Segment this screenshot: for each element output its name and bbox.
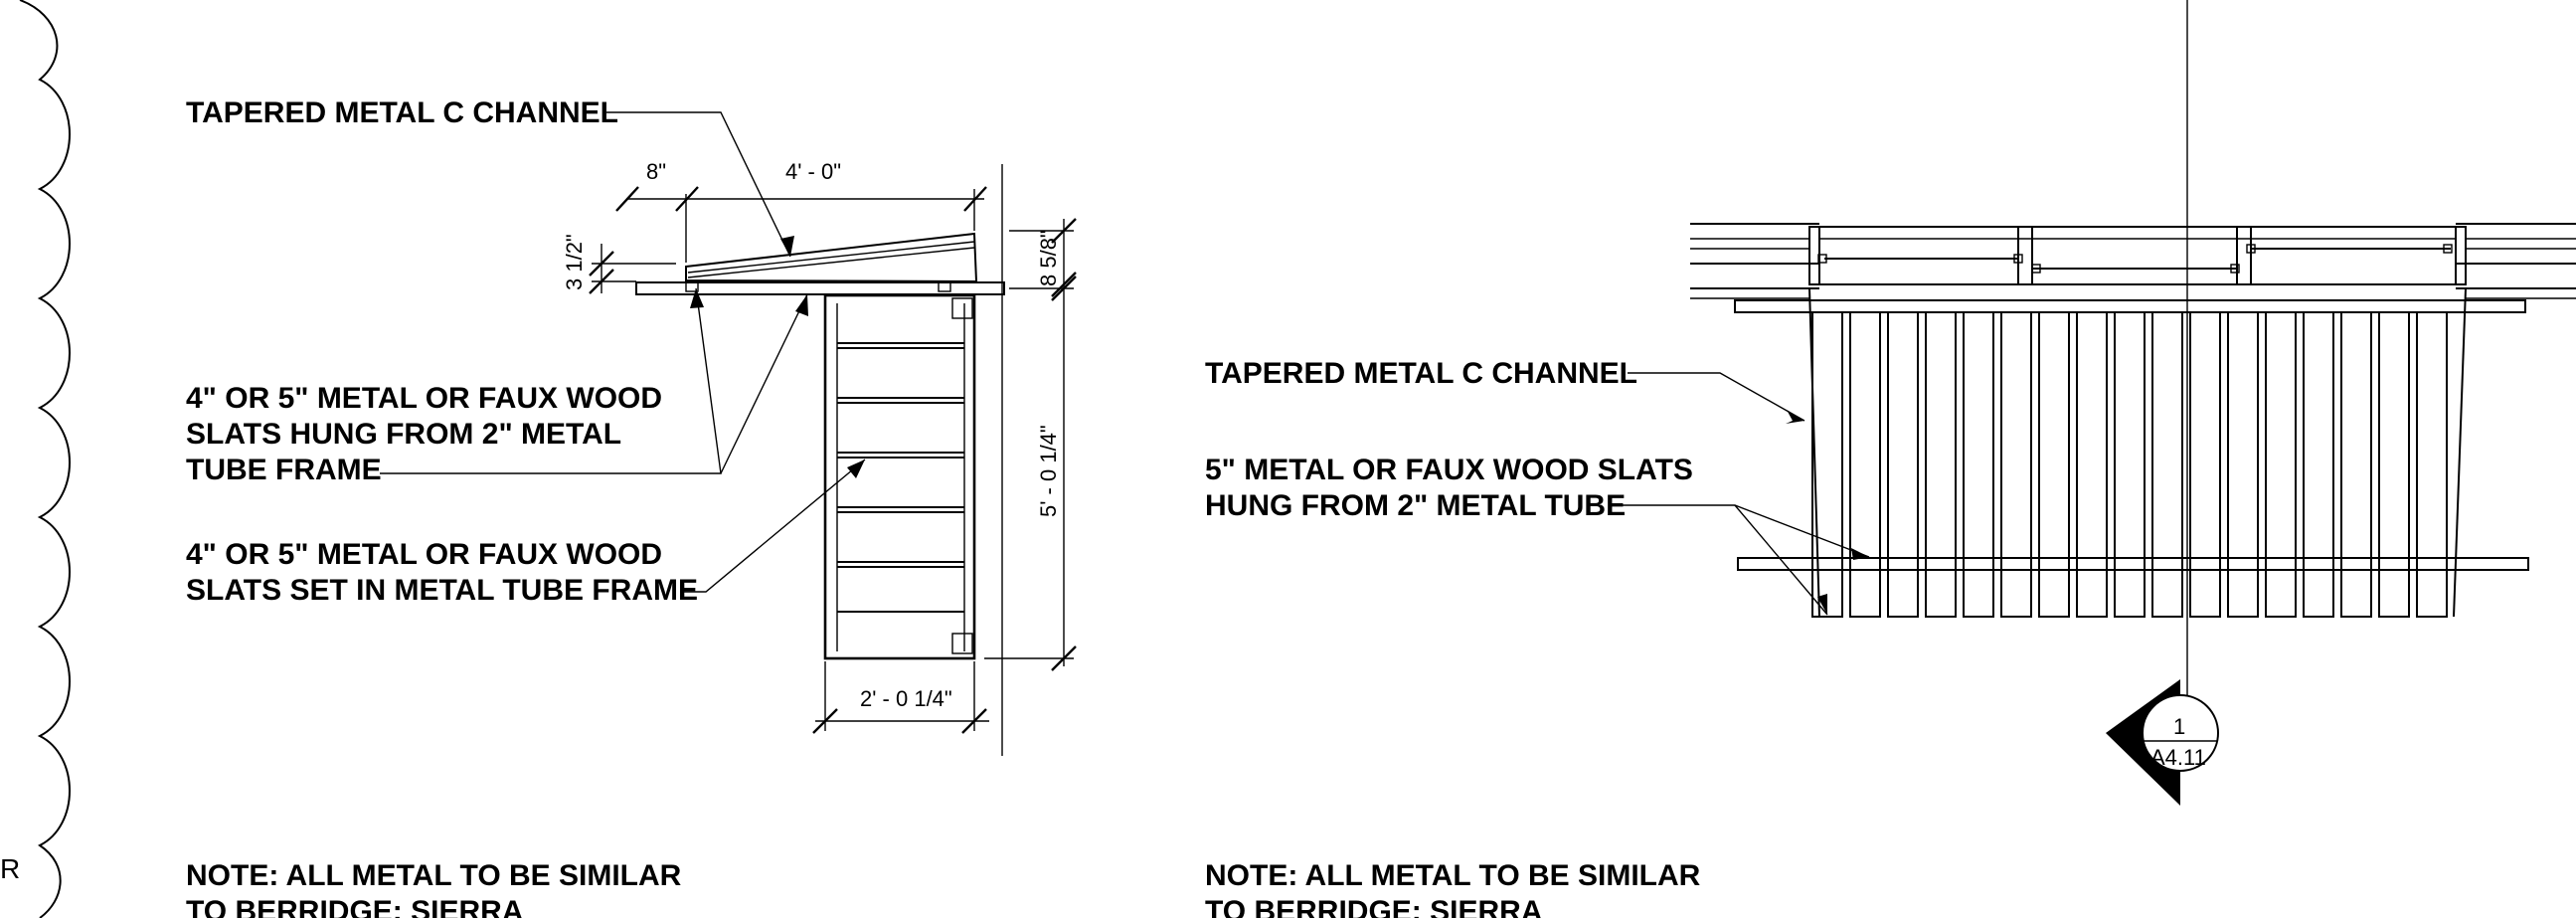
dim-8-5-8: 8 5/8": [1036, 230, 1061, 286]
note-left-line1: NOTE: ALL METAL TO BE SIMILAR: [186, 859, 682, 892]
callout-slats-hung-line1: 4" OR 5" METAL OR FAUX WOOD: [186, 382, 662, 415]
section-sheet: A4.11: [2150, 745, 2206, 770]
revision-cloud: [19, 0, 71, 918]
canopy-frame: [1818, 226, 2457, 285]
edge-fragment: R: [0, 853, 20, 884]
bottom-tube: [1737, 557, 2529, 571]
callout-tapered-channel-right: TAPERED METAL C CHANNEL: [1205, 357, 1637, 390]
dim-5-0-1-4: 5' - 0 1/4": [1036, 425, 1061, 517]
note-right-line1: NOTE: ALL METAL TO BE SIMILAR: [1205, 859, 1701, 892]
callout-slats-hung-line3: TUBE FRAME: [186, 454, 382, 486]
frame-slats: [837, 342, 964, 613]
callout-slats-line2: HUNG FROM 2" METAL TUBE: [1205, 489, 1626, 522]
dim-2-0-1-4: 2' - 0 1/4": [860, 686, 952, 711]
dim-4-0: 4' - 0": [785, 159, 841, 184]
slat-frame: [823, 293, 976, 660]
top-tube: [1734, 299, 2526, 313]
note-right-line2: TO BERRIDGE: SIERRA: [1205, 895, 1542, 918]
callout-slats-hung-line2: SLATS HUNG FROM 2" METAL: [186, 418, 621, 451]
left-section-detail: 8" 4' - 0" 3 1/2" 8 5/8" 5' - 0 1/4" 2' …: [380, 111, 1077, 756]
section-number: 1: [2173, 714, 2185, 739]
callout-slats-line1: 5" METAL OR FAUX WOOD SLATS: [1205, 454, 1693, 486]
callout-tapered-channel-left: TAPERED METAL C CHANNEL: [186, 96, 618, 129]
dim-3-1-2: 3 1/2": [562, 234, 587, 290]
note-left-line2: TO BERRIDGE: SIERRA: [186, 895, 523, 918]
base-rail: [635, 281, 1005, 295]
section-marker: 1 A4.11: [2106, 679, 2219, 806]
elevation-slats: [1811, 311, 2448, 618]
right-elevation-detail: [1616, 0, 2576, 696]
callout-slats-set-line1: 4" OR 5" METAL OR FAUX WOOD: [186, 538, 662, 571]
dim-8-inch: 8": [646, 159, 666, 184]
callout-slats-set-line2: SLATS SET IN METAL TUBE FRAME: [186, 574, 698, 607]
